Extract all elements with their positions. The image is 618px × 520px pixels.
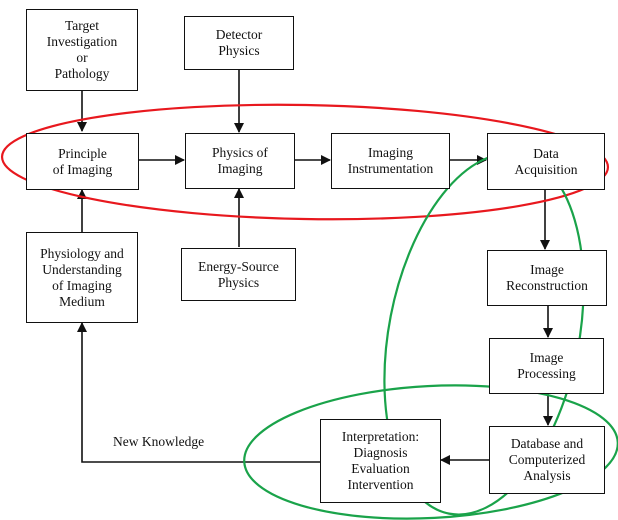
imaging-chain-highlight-ellipse [0,103,610,221]
box-label: Detector [215,27,263,42]
box-label: Interpretation: [341,429,420,444]
interpretation-box: Interpretation: Diagnosis Evaluation Int… [320,419,441,503]
box-label: Database and [510,436,584,451]
box-label: Imaging [217,161,263,176]
box-label: Physiology and [40,245,124,261]
box-label: Energy-Source [198,258,279,274]
target-investigation-box: Target Investigation or Pathology [26,9,138,91]
box-label: Analysis [523,468,571,483]
box-label: Image [529,350,564,365]
box-label: Acquisition [514,161,578,177]
box-label: Physics of [212,145,268,160]
box-label: of Imaging [52,161,113,177]
image-reconstruction-box: Image Reconstruction [487,250,607,306]
energy-source-physics-box: Energy-Source Physics [181,248,296,301]
box-label: Principle [58,145,107,161]
box-label: or [76,50,88,65]
box-label: Medium [59,293,105,309]
box-label: Instrumentation [347,161,434,176]
box-label: of Imaging [52,277,112,293]
box-label: Understanding [42,261,122,277]
box-label: Target [64,18,100,33]
imaging-instrumentation-box: Imaging Instrumentation [331,133,450,189]
box-label: Pathology [54,66,110,81]
box-label: Processing [517,366,576,381]
new-knowledge-label: New Knowledge [113,434,205,449]
box-label: Intervention [347,477,414,492]
box-label: Data [533,145,559,161]
box-label: Computerized [508,452,586,467]
box-label: Image [530,262,564,277]
principle-of-imaging-box: Principle of Imaging [26,133,139,190]
box-label: Physics [218,43,260,58]
box-label: Physics [217,274,260,290]
detector-physics-box: Detector Physics [184,16,294,70]
box-label: Investigation [46,34,118,49]
physics-of-imaging-box: Physics of Imaging [185,133,295,189]
box-label: Imaging [367,145,413,160]
box-label: Diagnosis [353,445,408,460]
physiology-box: Physiology and Understanding of Imaging … [26,232,138,323]
image-processing-box: Image Processing [489,338,604,394]
box-label: Evaluation [351,461,410,476]
arrow-interpretation-to-physiology [77,322,321,463]
box-label: Reconstruction [506,278,588,293]
data-acquisition-box: Data Acquisition [487,133,605,190]
database-analysis-box: Database and Computerized Analysis [489,426,605,494]
